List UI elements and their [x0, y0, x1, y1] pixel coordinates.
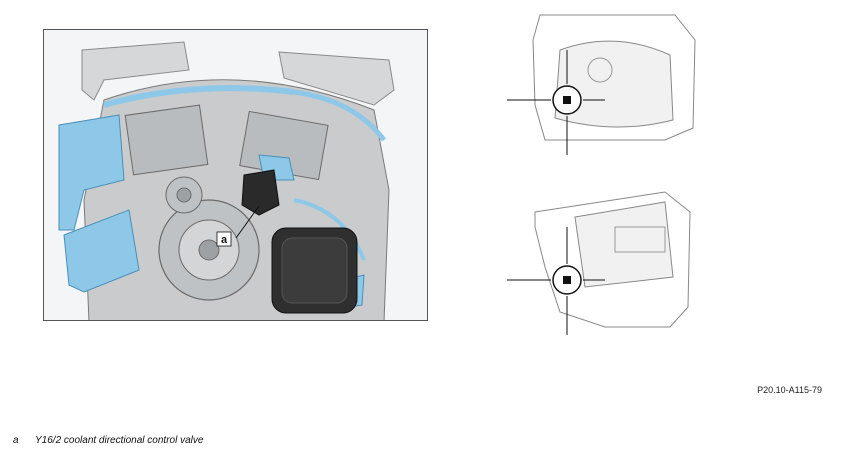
legend-key: a: [13, 435, 19, 446]
callout-leader: [235, 205, 260, 239]
figure-reference-code: P20.10-A115-79: [757, 385, 822, 395]
top-view-drawing: [507, 14, 696, 155]
callout-label-a: a: [221, 234, 228, 246]
locator-top-view: [505, 10, 700, 158]
legend-text: Y16/2 coolant directional control valve: [35, 435, 204, 446]
side-view-drawing: [507, 191, 691, 335]
engine-illustration: a: [43, 29, 428, 321]
engine-drawing: a: [44, 30, 427, 320]
locator-side-view: [505, 187, 700, 337]
legend-item: a Y16/2 coolant directional control valve: [13, 435, 203, 446]
callout-box: [216, 231, 232, 247]
